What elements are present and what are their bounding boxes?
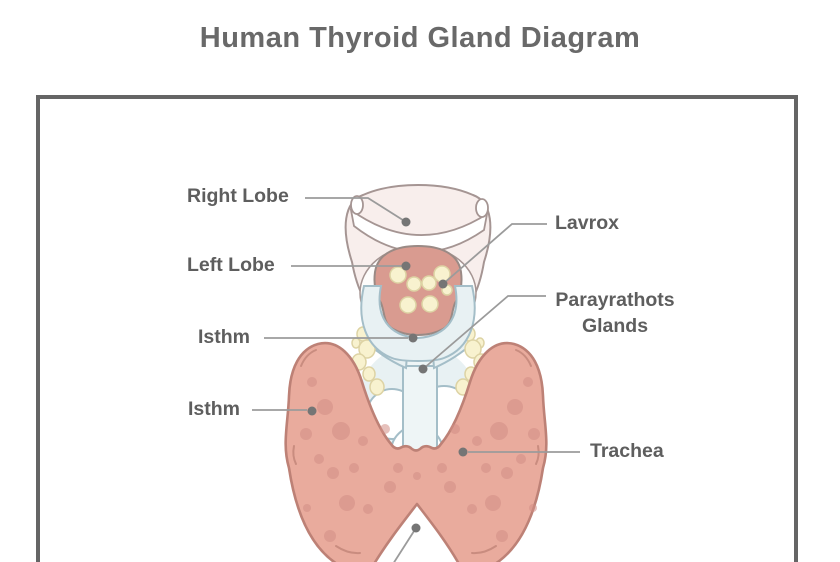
right-lobe-dot	[401, 217, 411, 227]
diagram-frame	[36, 95, 798, 562]
isthm-upper-dot	[408, 333, 418, 343]
right-lobe-leader	[305, 197, 407, 223]
left-lobe-dot	[401, 261, 411, 271]
parathyroid-glands-label-line2: Glands	[581, 315, 649, 337]
thyroid-gland-illustration	[284, 341, 548, 562]
isthm-upper-label: Isthm	[198, 326, 251, 348]
isthm-lower-label: Isthm	[188, 398, 241, 420]
bottom-dot	[411, 523, 421, 533]
larynx-label: Lavrox	[555, 212, 619, 234]
parathyroid-glands-label-line1: Parayrathots	[555, 289, 675, 311]
trachea-label: Trachea	[590, 440, 664, 462]
thyroid-creases	[292, 349, 540, 555]
parathyroid-dot	[418, 364, 428, 374]
thyroid-spots	[300, 377, 540, 542]
bottom-leader	[393, 527, 417, 562]
parathyroid-glands-label: Parayrathots Glands	[548, 287, 682, 339]
isthm-lower-dot	[307, 406, 317, 416]
leader-lines	[252, 197, 580, 562]
parathyroid-leader	[422, 295, 546, 370]
trachea-dot	[458, 447, 468, 457]
larynx-dot	[438, 279, 448, 289]
page-title: Human Thyroid Gland Diagram	[199, 22, 641, 54]
larynx-leader	[442, 223, 547, 285]
left-lobe-label: Left Lobe	[187, 254, 275, 276]
larynx-inner-illustration	[359, 244, 477, 362]
right-lobe-label: Right Lobe	[187, 185, 289, 207]
